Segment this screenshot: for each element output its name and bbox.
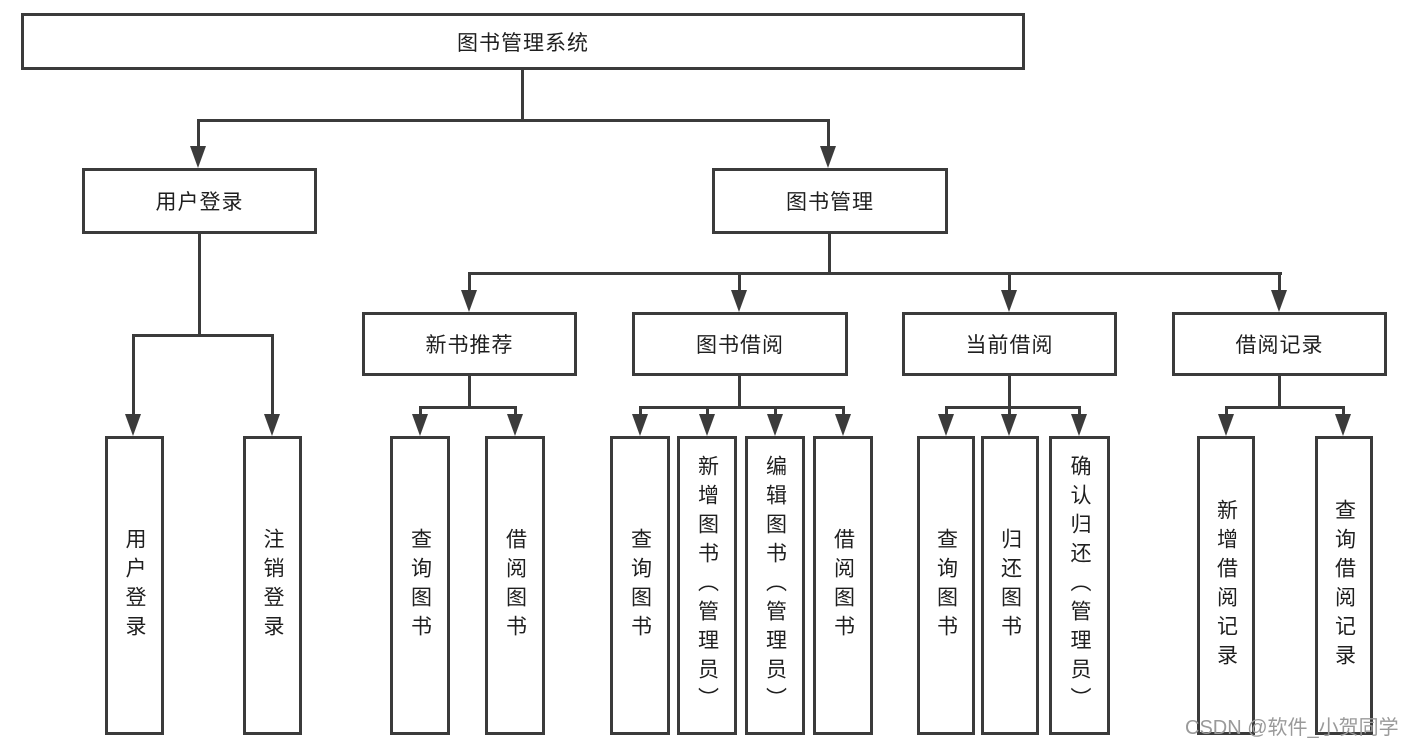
node-label: 图书管理系统 (457, 31, 589, 55)
arrow-down-icon (1001, 290, 1017, 312)
node-label: 当前借阅 (965, 334, 1054, 357)
node-book-management: 图书管理 (712, 168, 948, 234)
leaf-return-books: 归还图书 (981, 436, 1039, 735)
connector-line (639, 406, 845, 409)
leaf-query-books: 查询图书 (610, 436, 670, 735)
node-label: 新书推荐 (425, 334, 514, 357)
connector-line (132, 334, 135, 418)
arrow-down-icon (1335, 414, 1351, 436)
leaf-borrow-books: 借阅图书 (813, 436, 873, 735)
connector-line (1008, 272, 1011, 294)
arrow-down-icon (264, 414, 280, 436)
connector-line (827, 119, 830, 151)
node-user-login: 用户登录 (82, 168, 317, 234)
connector-line (842, 406, 845, 419)
connector-line (132, 334, 274, 337)
leaf-label: 查询图书 (628, 527, 652, 644)
arrow-down-icon (190, 146, 206, 168)
arrow-down-icon (938, 414, 954, 436)
connector-line (945, 406, 1081, 409)
connector-line (1008, 375, 1011, 409)
connector-line (468, 375, 471, 409)
connector-line (945, 406, 948, 419)
connector-line (1225, 406, 1228, 419)
connector-line (468, 272, 1282, 275)
connector-line (1342, 406, 1345, 419)
leaf-label: 借阅图书 (503, 527, 527, 644)
connector-line (1225, 406, 1345, 409)
connector-line (738, 272, 741, 294)
arrow-down-icon (632, 414, 648, 436)
connector-line (514, 406, 517, 419)
leaf-label: 查询图书 (934, 527, 958, 644)
leaf-label: 用户登录 (123, 527, 146, 644)
arrow-down-icon (820, 146, 836, 168)
connector-line (828, 234, 831, 275)
arrow-down-icon (507, 414, 523, 436)
arrow-down-icon (1271, 290, 1287, 312)
leaf-add-books-admin: 新增图书（管理员） (677, 436, 737, 735)
node-label: 借阅记录 (1235, 334, 1324, 357)
arrow-down-icon (125, 414, 141, 436)
arrow-down-icon (1001, 414, 1017, 436)
leaf-label: 查询借阅记录 (1332, 498, 1356, 673)
arrow-down-icon (835, 414, 851, 436)
node-label: 用户登录 (155, 191, 244, 214)
connector-line (1278, 272, 1281, 294)
leaf-query-borrow-record: 查询借阅记录 (1315, 436, 1373, 735)
arrow-down-icon (767, 414, 783, 436)
leaf-logout-login: 注销登录 (243, 436, 302, 735)
node-borrow-records: 借阅记录 (1172, 312, 1387, 376)
connector-line (198, 234, 201, 337)
leaf-label: 确认归还（管理员） (1068, 455, 1091, 716)
connector-line (774, 406, 777, 419)
connector-line (271, 334, 274, 418)
leaf-query-books: 查询图书 (917, 436, 975, 735)
leaf-user-login: 用户登录 (105, 436, 164, 735)
leaf-label: 借阅图书 (831, 527, 855, 644)
node-current-borrow: 当前借阅 (902, 312, 1117, 376)
leaf-confirm-return-admin: 确认归还（管理员） (1049, 436, 1110, 735)
leaf-add-borrow-record: 新增借阅记录 (1197, 436, 1255, 735)
node-label: 图书借阅 (696, 334, 784, 357)
connector-line (197, 119, 830, 122)
leaf-label: 编辑图书（管理员） (763, 455, 787, 716)
connector-line (1008, 406, 1011, 419)
watermark-text: CSDN @软件_小贺同学 (1185, 717, 1399, 739)
arrow-down-icon (731, 290, 747, 312)
arrow-down-icon (1071, 414, 1087, 436)
leaf-query-books: 查询图书 (390, 436, 450, 735)
connector-line (468, 272, 471, 294)
connector-line (1078, 406, 1081, 419)
connector-line (521, 69, 524, 122)
arrow-down-icon (699, 414, 715, 436)
node-book-borrow: 图书借阅 (632, 312, 848, 376)
connector-line (738, 375, 741, 409)
leaf-label: 归还图书 (998, 527, 1022, 644)
connector-line (1278, 375, 1281, 409)
leaf-edit-books-admin: 编辑图书（管理员） (745, 436, 805, 735)
leaf-label: 新增借阅记录 (1214, 498, 1238, 673)
connector-line (197, 119, 200, 151)
connector-line (419, 406, 422, 419)
connector-line (419, 406, 517, 409)
arrow-down-icon (461, 290, 477, 312)
leaf-label: 查询图书 (408, 527, 432, 644)
arrow-down-icon (1218, 414, 1234, 436)
leaf-label: 新增图书（管理员） (695, 455, 719, 716)
leaf-label: 注销登录 (261, 527, 284, 644)
node-label: 图书管理 (786, 191, 874, 214)
node-library-system: 图书管理系统 (21, 13, 1025, 70)
leaf-borrow-books: 借阅图书 (485, 436, 545, 735)
arrow-down-icon (412, 414, 428, 436)
connector-line (639, 406, 642, 419)
node-new-book-recommend: 新书推荐 (362, 312, 577, 376)
connector-line (706, 406, 709, 419)
